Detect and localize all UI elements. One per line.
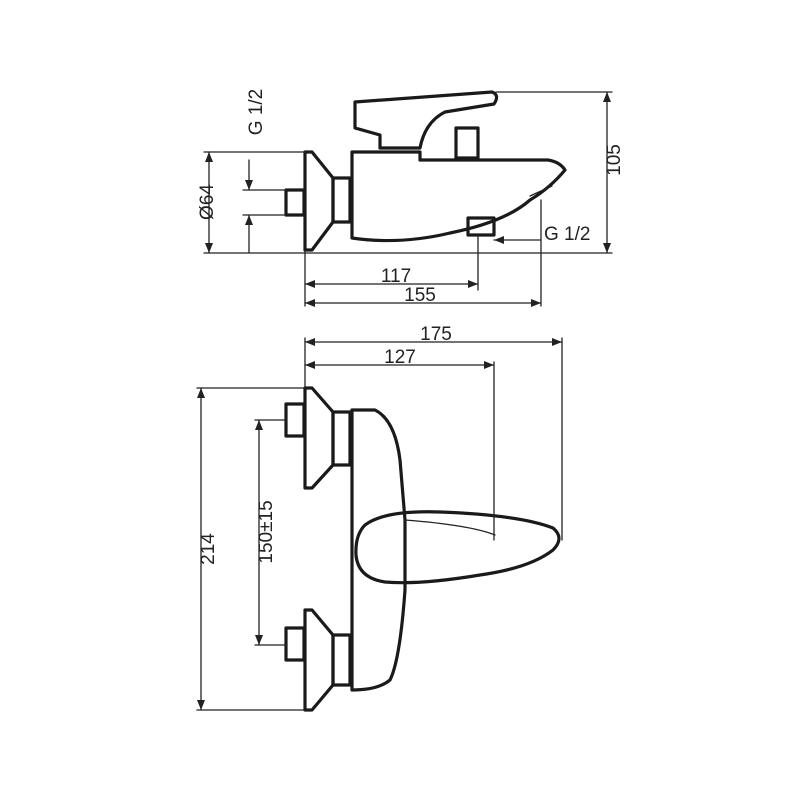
dim-depth-175: 175: [420, 324, 452, 345]
dim-thread-spout: G 1/2: [544, 224, 590, 245]
side-inlet-connector: [284, 188, 306, 217]
side-view: [284, 90, 567, 252]
front-mixer-body: [350, 408, 407, 692]
side-handle-lever: [353, 90, 499, 150]
dim-depth-127: 127: [384, 347, 416, 368]
front-lever-edge: [404, 519, 496, 536]
side-spout-tip-line: [529, 185, 553, 197]
side-wall-plate: [303, 150, 335, 252]
side-view-dimensions: Ø64 G 1/2 105 G 1/2 117 155: [197, 89, 625, 307]
side-spout-outlet: [466, 216, 496, 237]
front-handle-lever: [354, 510, 561, 585]
front-view-dimensions: 175 127 214 150±15: [196, 324, 563, 711]
dim-diameter: Ø64: [197, 184, 218, 220]
dim-height-105: 105: [604, 144, 625, 176]
front-collar-top: [331, 410, 352, 467]
front-wall-plate-top: [303, 386, 335, 490]
dim-thread-top: G 1/2: [246, 89, 267, 135]
side-diverter-knob: [454, 126, 480, 160]
front-view: [284, 386, 561, 712]
front-connector-bottom: [284, 626, 306, 662]
dim-depth-155: 155: [404, 285, 436, 306]
front-wall-plate-bottom: [303, 608, 335, 712]
side-collar: [331, 176, 352, 224]
dim-height-214: 214: [198, 533, 219, 565]
side-mixer-body: [350, 150, 567, 243]
dim-center-distance: 150±15: [256, 500, 277, 563]
front-collar-bottom: [331, 633, 352, 687]
dim-depth-117: 117: [381, 266, 411, 287]
front-connector-top: [284, 402, 306, 438]
